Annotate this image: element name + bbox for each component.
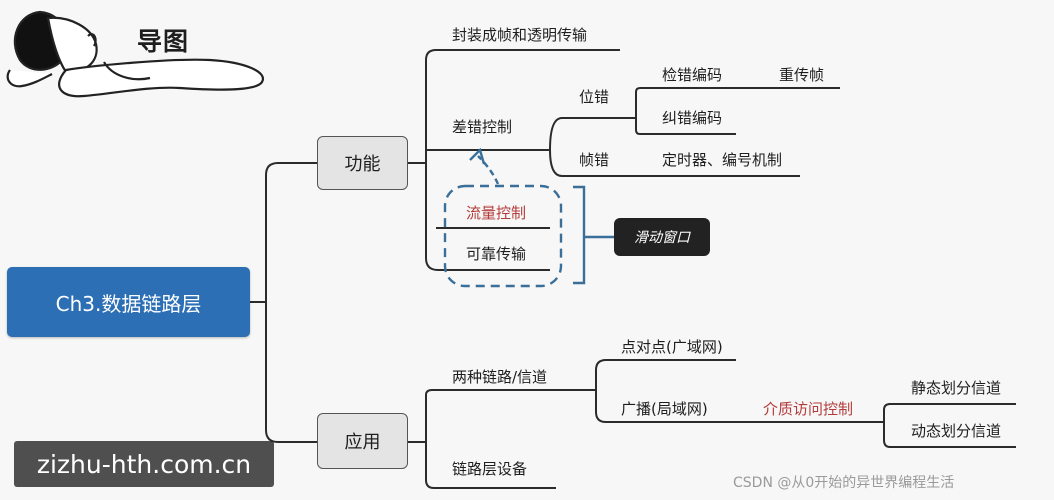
- cartoon-character-icon: [6, 10, 265, 98]
- node-dynamic-channel[interactable]: 动态划分信道: [911, 422, 1002, 440]
- node-retransmit[interactable]: 重传帧: [779, 66, 825, 84]
- csdn-watermark: CSDN @从0开始的异世界编程生活: [733, 475, 955, 491]
- node-link-devices[interactable]: 链路层设备: [452, 460, 528, 478]
- node-correct-coding[interactable]: 纠错编码: [662, 109, 723, 127]
- node-point-to-point[interactable]: 点对点(广域网): [621, 338, 723, 356]
- node-frame-error[interactable]: 帧错: [579, 151, 610, 169]
- node-reliable-transfer[interactable]: 可靠传输: [466, 245, 527, 263]
- site-watermark: zizhu-hth.com.cn: [14, 441, 274, 487]
- node-flow-control[interactable]: 流量控制: [466, 204, 527, 222]
- node-functions[interactable]: 功能: [317, 136, 408, 190]
- node-detect-coding[interactable]: 检错编码: [662, 66, 723, 84]
- node-timer-seq[interactable]: 定时器、编号机制: [662, 151, 783, 169]
- node-static-channel[interactable]: 静态划分信道: [911, 379, 1002, 397]
- node-link-types[interactable]: 两种链路/信道: [452, 368, 548, 386]
- node-broadcast[interactable]: 广播(局域网): [621, 400, 708, 418]
- node-applications[interactable]: 应用: [317, 413, 408, 469]
- node-error-control[interactable]: 差错控制: [452, 118, 513, 136]
- node-bit-error[interactable]: 位错: [579, 88, 610, 106]
- bracket-connector: [573, 185, 586, 285]
- node-framing[interactable]: 封装成帧和透明传输: [452, 26, 588, 44]
- header-title: 导图: [137, 27, 190, 56]
- root-node[interactable]: Ch3.数据链路层: [7, 267, 250, 337]
- dashed-highlight: [443, 184, 563, 288]
- node-medium-access[interactable]: 介质访问控制: [763, 400, 854, 418]
- node-sliding-window[interactable]: 滑动窗口: [614, 218, 710, 256]
